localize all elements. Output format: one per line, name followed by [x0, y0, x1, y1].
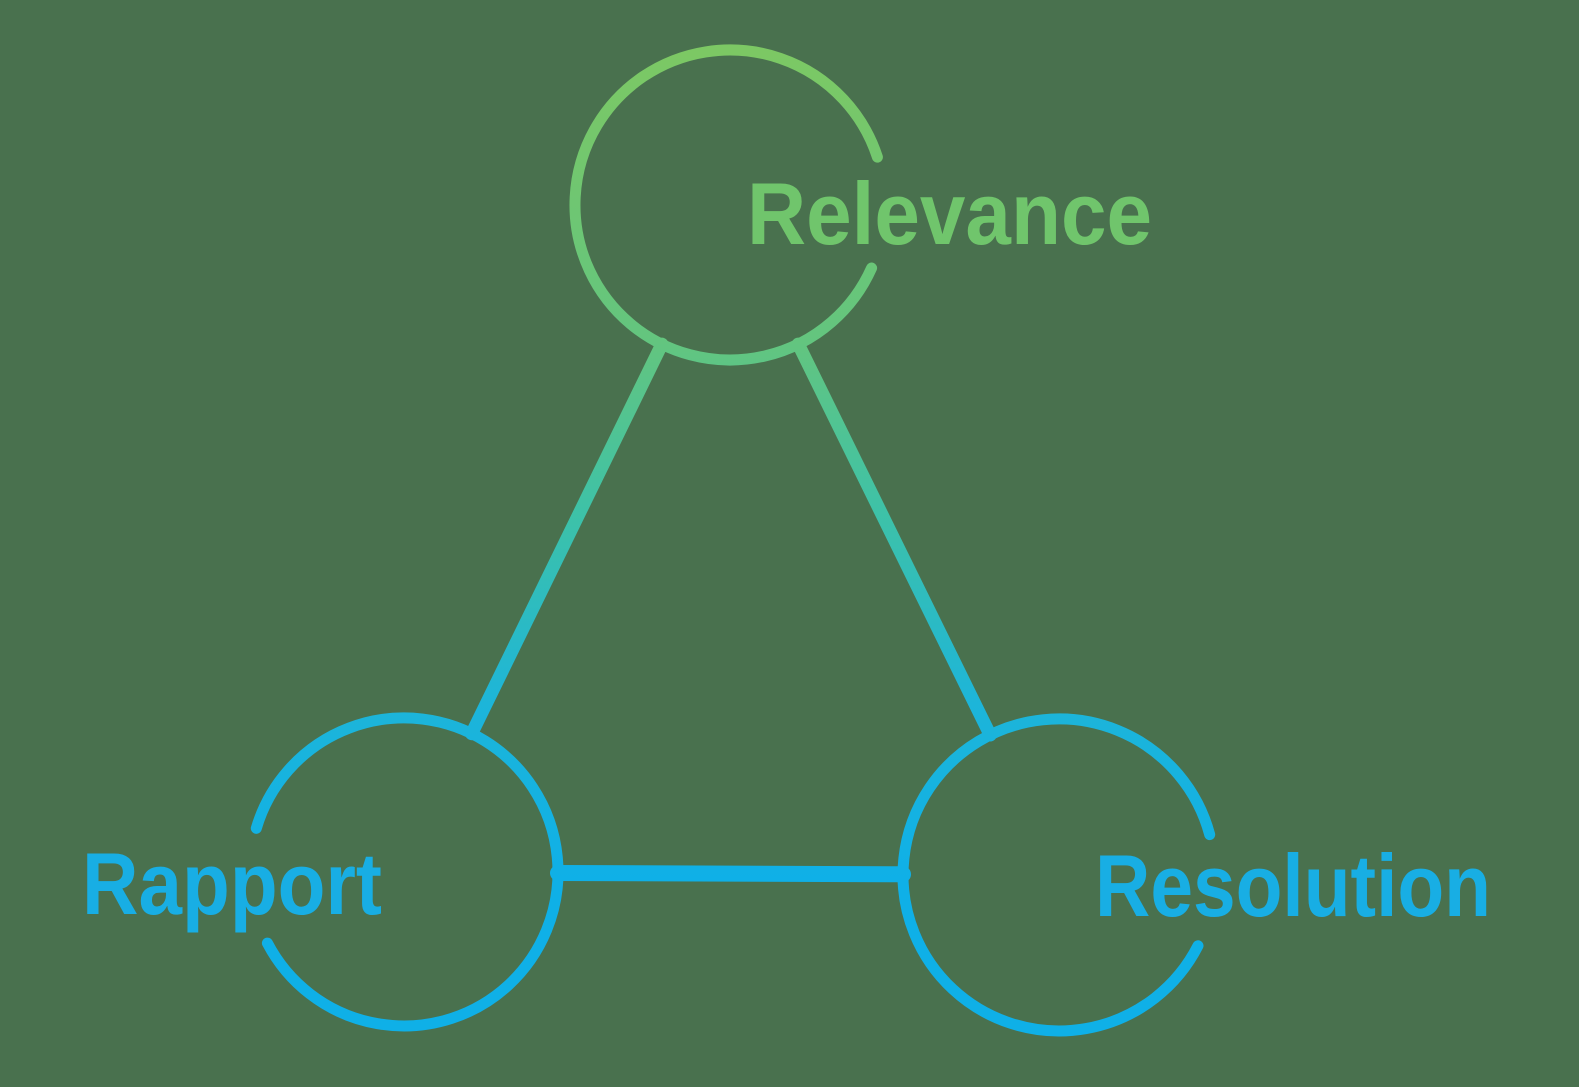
label-resolution: Resolution	[1095, 836, 1491, 935]
rapport-circle	[250, 712, 564, 1032]
label-relevance: Relevance	[747, 164, 1152, 263]
resolution-circle	[897, 713, 1216, 1037]
connector-relevance-resolution	[791, 337, 997, 742]
connector-rapport-resolution	[550, 865, 911, 883]
connector-relevance-rapport	[465, 337, 669, 741]
relevance-circle	[569, 44, 883, 366]
label-rapport: Rapport	[82, 834, 382, 933]
